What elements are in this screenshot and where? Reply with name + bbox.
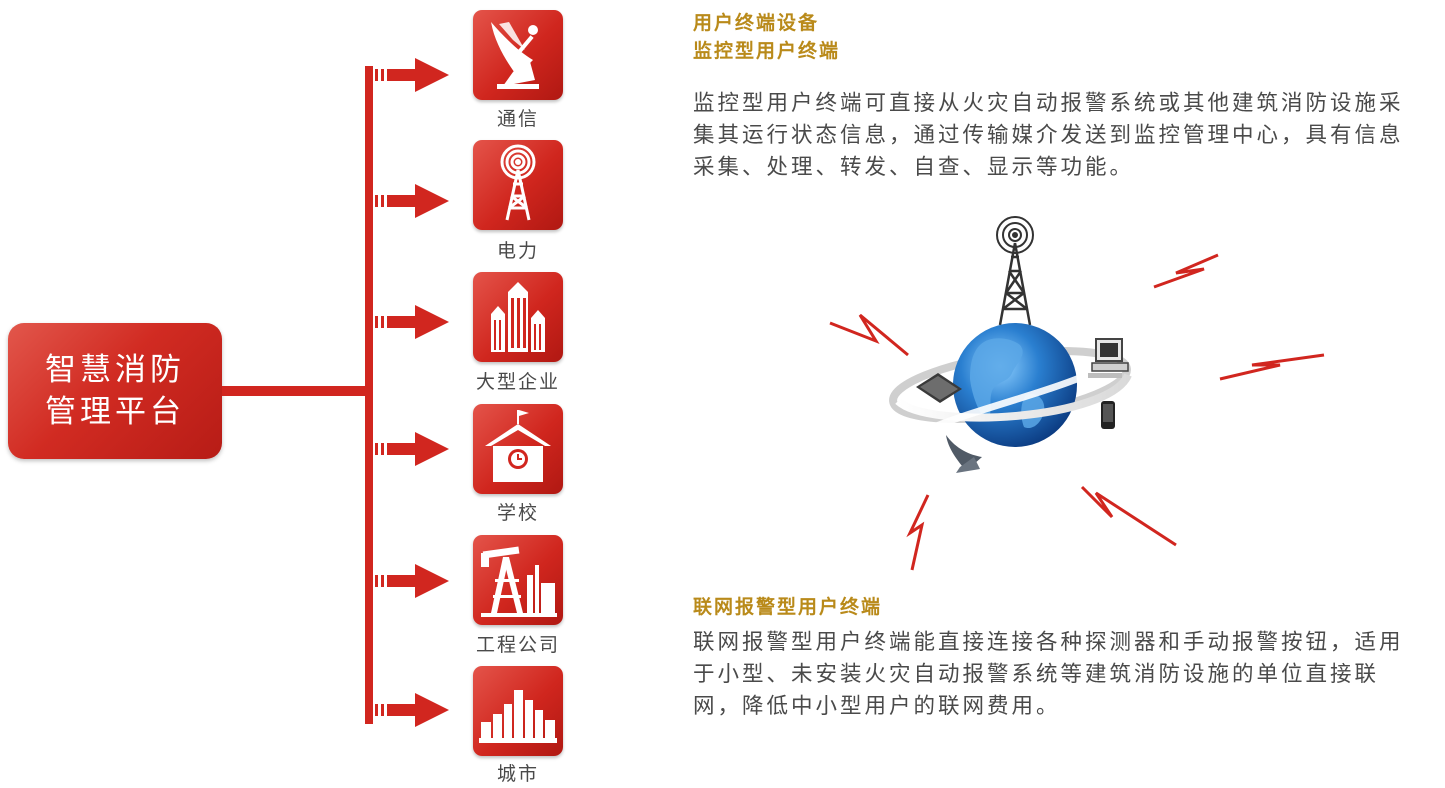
arrow-3 [369, 305, 449, 339]
node-label-communication: 通信 [496, 108, 539, 130]
arrow-6 [369, 693, 449, 727]
connector-main [222, 386, 370, 396]
mobile-phone-icon [1101, 401, 1115, 429]
node-city [473, 666, 563, 756]
arrow-5 [369, 564, 449, 598]
connector-trunk [365, 66, 373, 724]
transmission-tower-icon [500, 144, 536, 221]
node-communication [473, 10, 563, 100]
signal-bolt-right [1219, 353, 1325, 381]
tablet-icon [916, 373, 962, 403]
satellite-dish-icon [491, 22, 539, 89]
device-heading: 用户终端设备 [693, 12, 820, 34]
network-heading: 联网报警型用户终端 [693, 596, 883, 618]
office-buildings-icon [491, 282, 545, 352]
desktop-computer-icon [1088, 338, 1129, 378]
node-school [473, 404, 563, 494]
signal-bolt-topright [1153, 253, 1219, 289]
node-label-engineering: 工程公司 [475, 634, 560, 656]
node-enterprise [473, 272, 563, 362]
oil-pump-icon [481, 546, 557, 617]
satellite-dish-small-icon [946, 435, 982, 473]
node-power [473, 140, 563, 230]
monitor-heading: 监控型用户终端 [693, 40, 841, 62]
node-engineering [473, 535, 563, 625]
node-label-city: 城市 [496, 763, 539, 785]
network-description: 联网报警型用户终端能直接连接各种探测器和手动报警按钮，适用于小型、未安装火灾自动… [693, 630, 1404, 719]
platform-box: 智慧消防管理平台 [8, 323, 222, 459]
signal-bolt-topleft [829, 313, 909, 357]
school-icon [485, 410, 551, 482]
node-label-school: 学校 [496, 502, 539, 524]
arrow-2 [369, 184, 449, 218]
signal-bolt-bottomright [1080, 485, 1177, 547]
radio-tower-icon [996, 216, 1034, 326]
signal-bolt-bottomleft [906, 494, 930, 571]
node-label-power: 电力 [496, 240, 539, 262]
node-label-enterprise: 大型企业 [475, 371, 560, 393]
monitor-description: 监控型用户终端可直接从火灾自动报警系统或其他建筑消防设施采集其运行状态信息，通过… [693, 91, 1404, 180]
platform-title: 智慧消防管理平台 [45, 352, 185, 430]
network-illustration [829, 216, 1325, 571]
arrow-1 [369, 58, 449, 92]
arrow-4 [369, 432, 449, 466]
city-skyline-icon [479, 690, 557, 743]
